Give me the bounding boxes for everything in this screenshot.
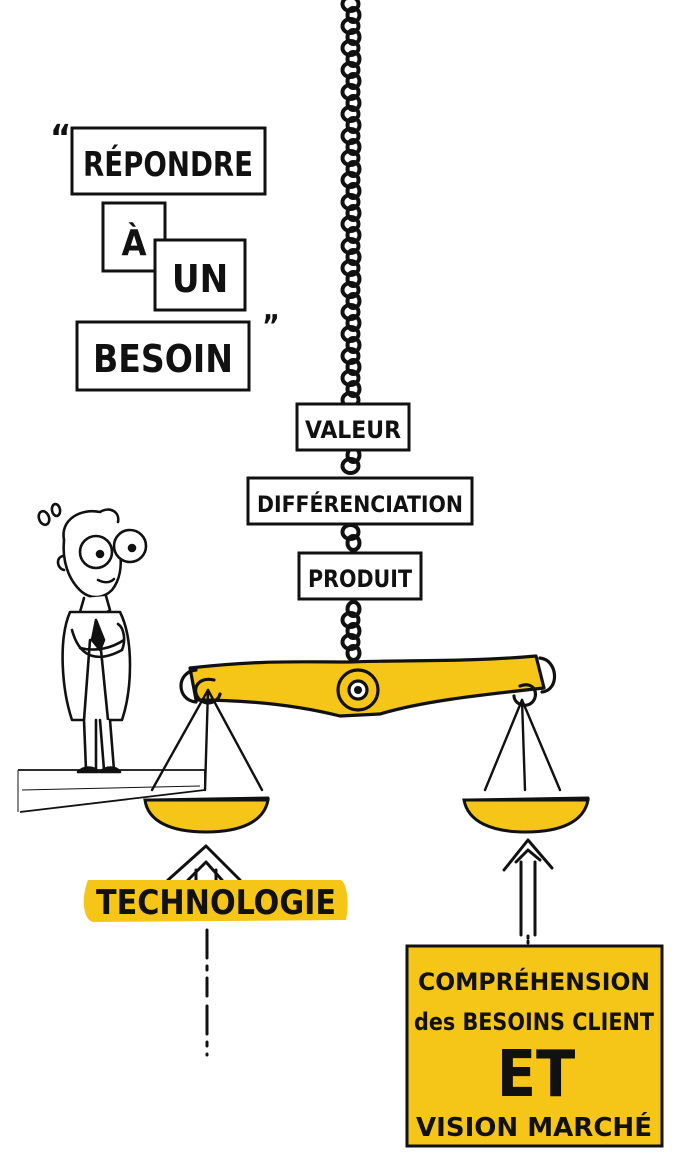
chain-label-box-valeur	[295, 402, 411, 452]
chain-link	[345, 270, 362, 288]
quote-word-repondre: RÉPONDRE	[83, 144, 253, 185]
chain-link	[345, 226, 362, 244]
chain-label-box-differenciation	[246, 476, 474, 526]
chain-link	[345, 314, 362, 332]
technologie-highlight	[83, 880, 348, 922]
chain-labels: VALEUR DIFFÉRENCIATION PRODUIT	[246, 402, 474, 601]
right-pan	[462, 698, 590, 834]
chain-link	[345, 622, 362, 640]
needs-line-et: ET	[497, 1038, 576, 1112]
chain-link	[345, 94, 362, 112]
technologie-text: TECHNOLOGIE	[96, 883, 336, 923]
quote-box-4	[75, 320, 251, 392]
chain-link	[345, 336, 362, 354]
quote-block: “ RÉPONDRE À UN BESOIN ”	[50, 118, 280, 392]
chain-link	[345, 380, 362, 398]
chain-link	[345, 116, 362, 134]
thinking-person	[37, 502, 148, 774]
chain-link	[345, 50, 362, 68]
quote-word-a: À	[121, 222, 146, 264]
chain-link	[345, 644, 362, 662]
chain-link	[345, 204, 362, 222]
quote-box-1	[70, 126, 267, 196]
left-up-arrow	[166, 844, 242, 1057]
quote-word-besoin: BESOIN	[93, 337, 233, 381]
needs-line-comprehension: COMPRÉHENSION	[418, 967, 650, 996]
quote-open-mark: “	[50, 118, 71, 159]
chain-link	[345, 182, 362, 200]
chain-link	[340, 457, 361, 475]
hanging-chain	[340, 0, 362, 662]
chain-link	[345, 292, 362, 310]
chain-link	[345, 600, 362, 618]
chain-link	[345, 138, 362, 156]
quote-close-mark: ”	[262, 309, 280, 344]
chain-link	[345, 160, 362, 178]
needs-box-bg	[405, 944, 664, 1148]
quote-box-3	[153, 238, 247, 312]
chain-link	[345, 28, 362, 46]
chain-label-box-produit	[297, 551, 423, 601]
technologie-label: TECHNOLOGIE	[83, 880, 348, 923]
needs-line-besoins-client: des BESOINS CLIENT	[414, 1008, 654, 1036]
quote-word-un: UN	[172, 257, 228, 301]
balance-beam	[179, 654, 557, 718]
chain-link	[345, 72, 362, 90]
chain-label-valeur: VALEUR	[305, 416, 401, 444]
needs-and-vision-box: COMPRÉHENSION des BESOINS CLIENT ET VISI…	[405, 944, 664, 1148]
chain-link	[345, 534, 362, 552]
chain-label-produit: PRODUIT	[308, 565, 412, 593]
chain-link	[345, 6, 362, 24]
chain-link	[345, 248, 362, 266]
chain-link	[345, 358, 362, 376]
chain-label-differenciation: DIFFÉRENCIATION	[257, 492, 463, 518]
needs-line-vision-marche: VISION MARCHÉ	[416, 1111, 652, 1143]
left-pan	[143, 688, 270, 834]
right-up-arrow	[502, 838, 554, 946]
